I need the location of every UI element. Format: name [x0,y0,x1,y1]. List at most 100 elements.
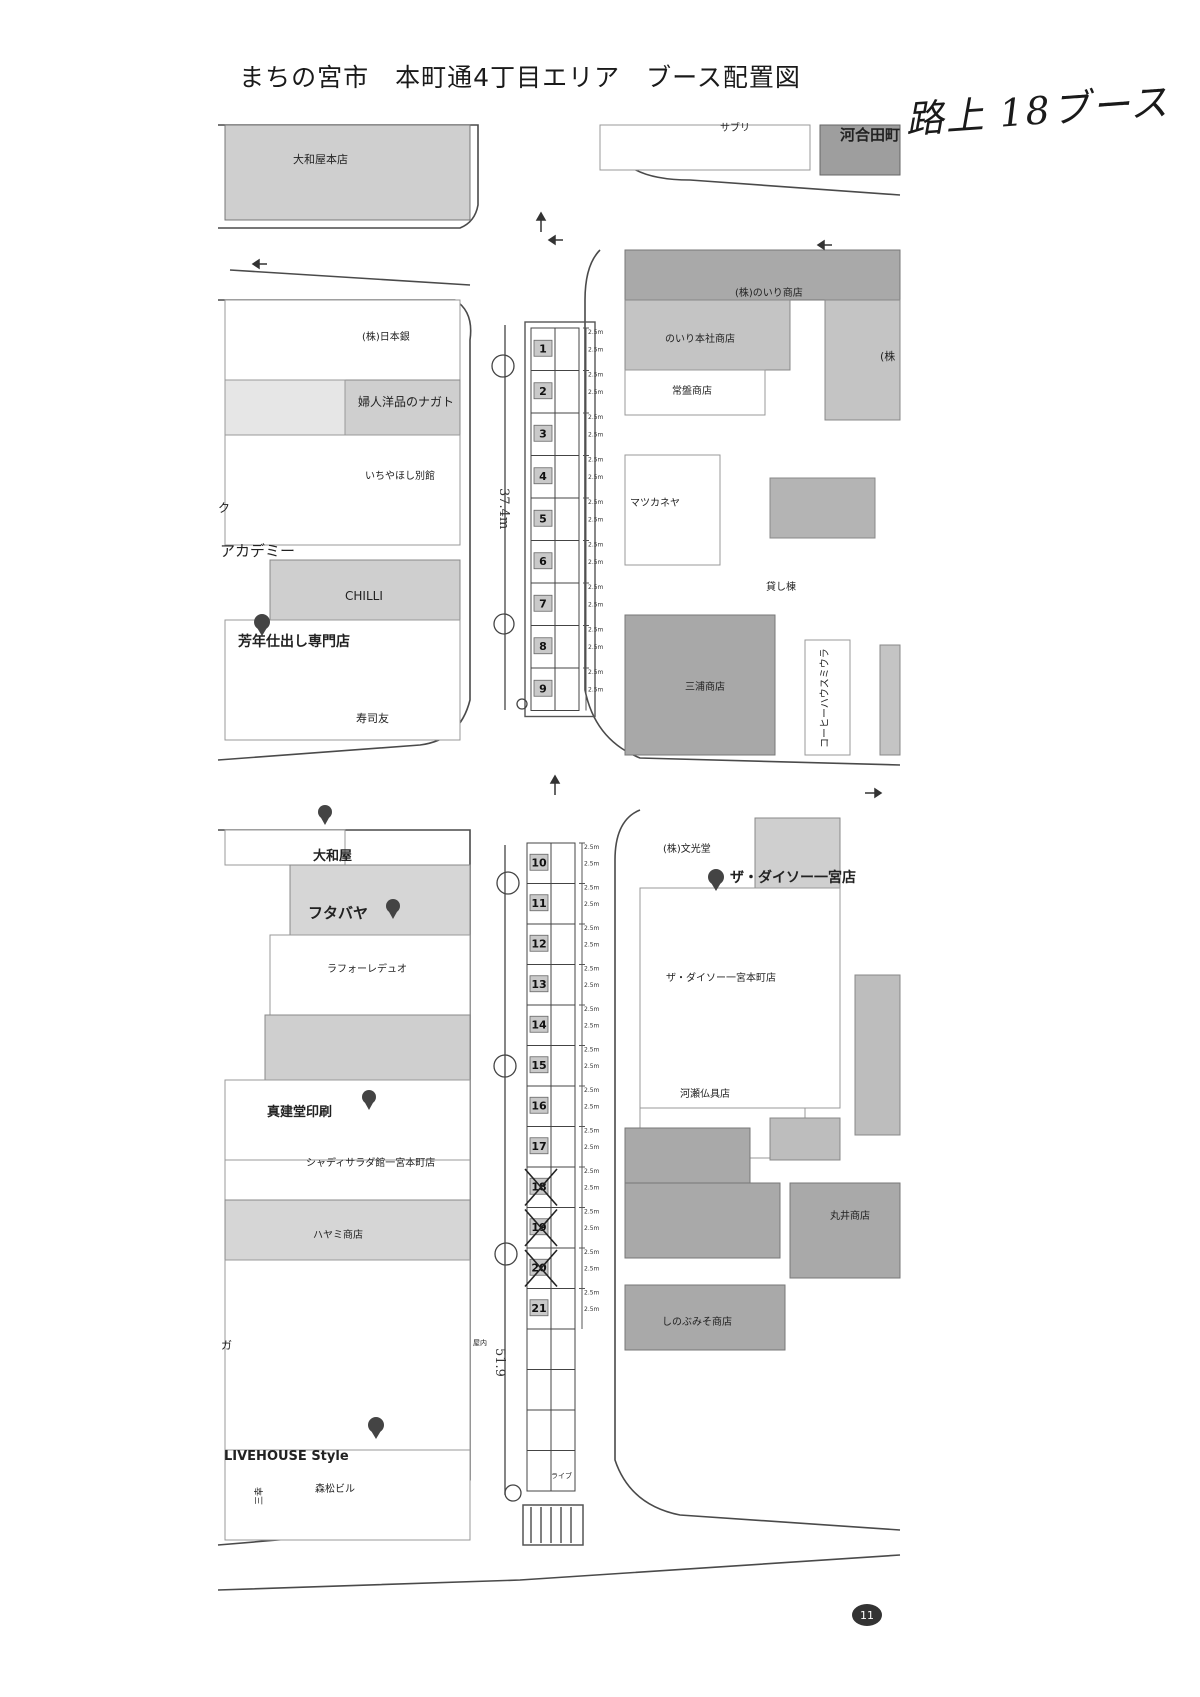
crosswalk [522,1504,584,1546]
label-south-note: 屋内 [473,1338,487,1347]
booth-number: 15 [531,1059,546,1072]
booth-size-label: 2.5m [584,1103,600,1110]
building-right-kabu [824,299,901,421]
booth-size-label: 2.5m [588,601,604,608]
empty-strip-cell [526,1328,552,1370]
building-tokiwa [624,369,766,416]
building-morimatsu [224,1449,471,1541]
booth-20: 202.5m2.5m [524,1247,600,1289]
label-nagato: 婦人洋品のナガト [358,394,454,409]
booth-size-label: 2.5m [588,669,604,676]
page-title: まちの宮市 本町通4丁目エリア ブース配置図 [239,63,801,92]
booth-size-label: 2.5m [584,1225,600,1232]
booth-size-label: 2.5m [584,966,600,973]
arrow-right-icon [865,787,883,799]
booth-size-label: 2.5m [588,414,604,421]
booth-size-label: 2.5m [584,925,600,932]
building-laforet [269,934,471,1016]
booth-size-label: 2.5m [588,474,604,481]
booth-size-label: 2.5m [584,1128,600,1135]
building-daiso-gray [754,817,841,889]
booth-frame [524,321,596,718]
building-kawai [819,124,901,176]
handwritten-marks [491,325,528,1502]
booth-number: 8 [539,640,547,653]
pin-icon [362,1090,376,1110]
building-izumi [224,299,461,381]
road-outlines [217,124,901,1591]
handwritten-circle-mark [493,613,515,635]
booth-group-north: 12.5m2.5m22.5m2.5m32.5m2.5m42.5m2.5m52.5… [524,321,604,718]
empty-strip-cell [550,1328,576,1370]
booth-number: 4 [539,470,547,483]
booth-number: 16 [531,1099,547,1112]
booth-19: 192.5m2.5m [524,1207,600,1249]
booth-10: 102.5m2.5m [526,842,600,884]
building-futabaya [289,864,471,936]
building-inshokan [224,1079,471,1161]
label-bunkyodo: (株)文光堂 [663,842,711,855]
booth-size-label: 2.5m [588,644,604,651]
booth-number: 10 [531,856,547,869]
label-futabaya: フタバヤ [308,904,368,922]
handwritten-circle-mark [516,698,528,710]
booth-size-label: 2.5m [584,1265,600,1272]
booth-16: 16 2.5m 2.5m [526,1085,600,1127]
building-coffee [804,639,851,756]
booth-size-label: 2.5m [588,516,604,523]
building-right-edge [879,644,901,756]
booth-size-label: 2.5m [588,457,604,464]
handwritten-circle-mark [493,1054,517,1078]
booth-size-label: 2.5m [584,1168,600,1175]
buildings [224,124,901,1541]
page-number: 11 [852,1604,882,1626]
booth-21: 212.5m2.5m [526,1288,600,1330]
arrow-up-icon [535,211,547,232]
booth-2: 22.5m2.5m [530,370,604,414]
building-chilli [269,559,461,621]
booth-number: 21 [531,1302,546,1315]
label-ichiyahoshi: いちやほし別館 [365,469,435,482]
booth-size-label: 2.5m [584,1022,600,1029]
empty-strip-cell [526,1409,552,1451]
booth-9: 92.5m2.5m [530,667,604,711]
empty-strip-cell [550,1369,576,1411]
booth-number: 3 [539,427,547,440]
handwritten-circle-mark [494,1242,518,1266]
label-left-ku: ク [218,501,230,515]
booth-size-label: 2.5m [584,1087,600,1094]
booth-number: 9 [539,682,547,695]
pin-icon [386,899,400,919]
booth-1: 12.5m2.5m [530,327,604,371]
booth-number: 17 [531,1140,546,1153]
building-mitsuura [624,614,776,756]
label-kawase: 河瀬仏具店 [680,1087,730,1100]
label-tokiwa: 常盤商店 [672,384,712,397]
building-shadysarada [224,1159,471,1201]
arrow-left-icon [547,234,563,246]
booth-size-label: 2.5m [588,346,604,353]
building-ichiyahoshi [224,434,461,546]
label-daiwaya: 大和屋 [313,848,352,864]
booth-15: 152.5m2.5m [526,1045,600,1087]
building-nagato [344,379,461,436]
label-sanko: 三幸 [254,1487,265,1505]
pin-icon [254,614,270,636]
booth-17: 172.5m2.5m [526,1126,600,1168]
label-yoshitoshi: 芳年仕出し専門店 [238,633,350,650]
booth-3: 32.5m2.5m [530,412,604,456]
empty-strip-cell [550,1409,576,1451]
booth-size-label: 2.5m [584,982,600,989]
building-matsukaneya [624,454,721,566]
building-shinobu [624,1284,786,1351]
label-chilli: CHILLI [345,589,383,603]
pin-icon [708,869,724,891]
booth-size-label: 2.5m [584,941,600,948]
label-livehouse: LIVEHOUSE Style [224,1449,349,1464]
label-noiri: (株)のいり商店 [735,286,803,299]
booth-size-label: 2.5m [588,584,604,591]
label-academy: アカデミー [220,542,295,560]
label-matsukaneya: マツカネヤ [630,497,680,509]
label-marui: 丸井商店 [830,1209,870,1222]
building-marui [789,1182,901,1279]
